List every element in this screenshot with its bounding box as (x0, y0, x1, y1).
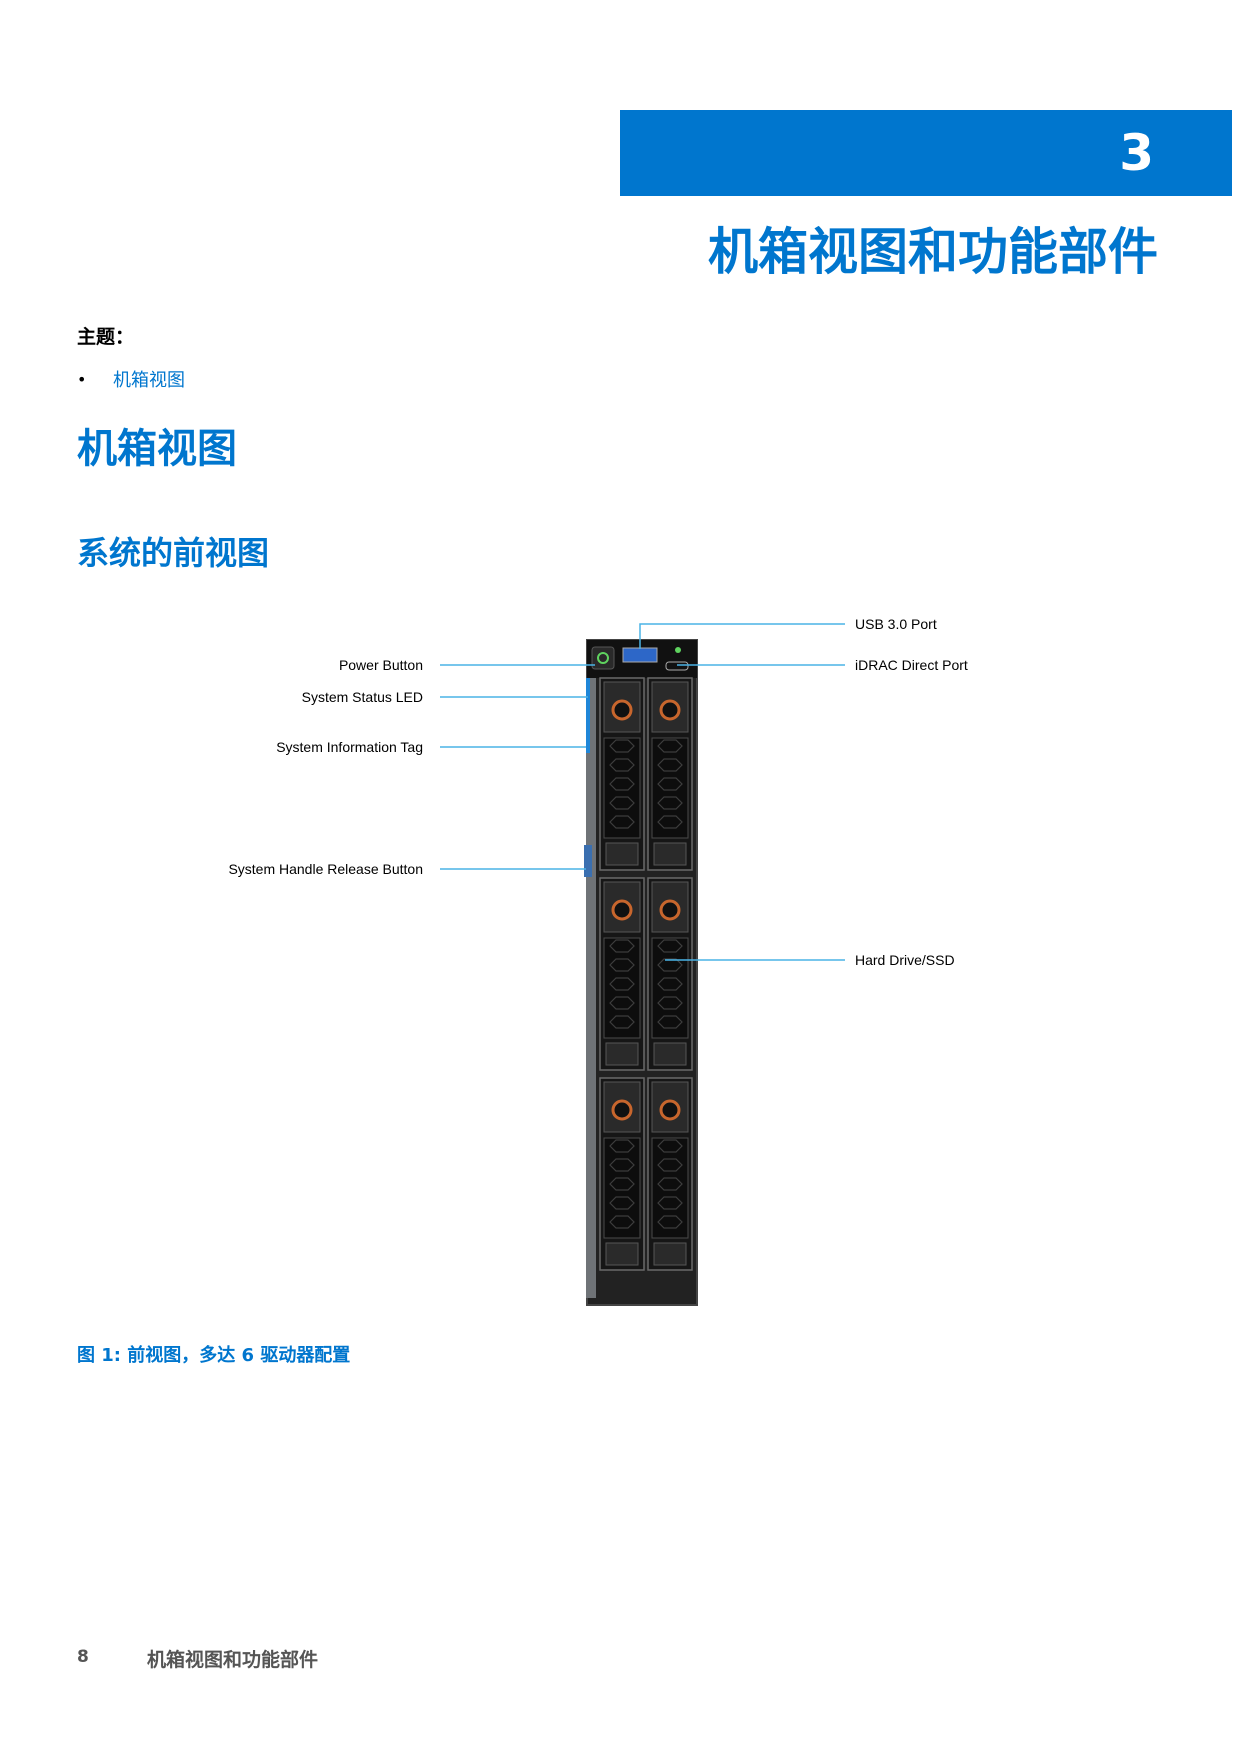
drive-vent-icon (609, 939, 635, 953)
topic-item[interactable]: • 机箱视图 (77, 366, 185, 392)
drive-vent-icon (609, 1196, 635, 1210)
front-view-figure: Power Button System Status LED System In… (200, 600, 1020, 1320)
drive-grille (603, 737, 641, 839)
drive-release-icon (659, 699, 681, 721)
callout-power-button: Power Button (338, 657, 423, 673)
bullet-icon: • (77, 369, 87, 389)
power-led (597, 652, 609, 664)
callout-system-status-led: System Status LED (301, 689, 423, 705)
status-led-strip (586, 678, 590, 753)
drive-label-plate (653, 1042, 687, 1066)
section-subheading: 系统的前视图 (77, 534, 270, 572)
drive-vent-icon (657, 815, 683, 829)
drive-vent-icon (609, 977, 635, 991)
callout-hard-drive: Hard Drive/SSD (855, 952, 955, 968)
drive-vent-icon (609, 1015, 635, 1029)
drive-latch-panel (603, 881, 641, 933)
drive-release-icon (659, 1099, 681, 1121)
drive-release-icon (611, 899, 633, 921)
callout-idrac-port: iDRAC Direct Port (855, 657, 968, 673)
drive-vent-icon (609, 1158, 635, 1172)
drive-vent-icon (609, 777, 635, 791)
callout-lines (440, 623, 845, 961)
drive-vent-icon (657, 958, 683, 972)
drive-label-plate (653, 1242, 687, 1266)
drive-vent-icon (657, 1139, 683, 1153)
server-front-illustration (440, 623, 845, 1306)
drive-vent-icon (609, 758, 635, 772)
drive-vent-icon (657, 939, 683, 953)
drive-label-plate (605, 1042, 639, 1066)
topics-label: 主题： (77, 326, 135, 348)
drive-vent-icon (609, 1215, 635, 1229)
drive-vent-icon (609, 958, 635, 972)
drive-vent-icon (609, 996, 635, 1010)
drive-vent-icon (609, 815, 635, 829)
drive-vent-icon (657, 739, 683, 753)
drive-release-icon (659, 899, 681, 921)
drive-bays (599, 677, 693, 1271)
drive-vent-icon (657, 977, 683, 991)
drive-vent-icon (609, 1139, 635, 1153)
chapter-number: 3 (1119, 124, 1154, 182)
drive-grille (603, 1137, 641, 1239)
handle-release-button (584, 845, 592, 877)
drive-vent-icon (657, 996, 683, 1010)
callout-line-usb (639, 623, 845, 649)
usb-port-shape (622, 647, 658, 663)
drive-grille (603, 937, 641, 1039)
drive-vent-icon (609, 796, 635, 810)
left-rail (586, 678, 596, 1298)
drive-vent-icon (657, 1158, 683, 1172)
chapter-title: 机箱视图和功能部件 (708, 223, 1158, 281)
callout-usb-port: USB 3.0 Port (855, 616, 937, 632)
drive-label-plate (653, 842, 687, 866)
section-heading: 机箱视图 (77, 426, 237, 472)
drive-vent-icon (657, 758, 683, 772)
drive-grille (651, 1137, 689, 1239)
drive-vent-icon (657, 1015, 683, 1029)
drive-vent-icon (657, 777, 683, 791)
drive-release-icon (611, 1099, 633, 1121)
power-button-shape (591, 646, 615, 670)
drive-vent-icon (657, 1177, 683, 1191)
topics-list: • 机箱视图 (77, 366, 185, 392)
drive-grille (651, 937, 689, 1039)
chapter-banner: 3 (620, 110, 1232, 196)
idrac-port-shape (665, 661, 689, 671)
drive-label-plate (605, 1242, 639, 1266)
drive-vent-icon (657, 796, 683, 810)
idrac-led (675, 647, 681, 653)
drive-vent-icon (657, 1215, 683, 1229)
drive-vent-icon (609, 739, 635, 753)
drive-label-plate (605, 842, 639, 866)
drive-vent-icon (609, 1177, 635, 1191)
topic-link[interactable]: 机箱视图 (113, 370, 185, 391)
drive-release-icon (611, 699, 633, 721)
figure-caption: 图 1: 前视图，多达 6 驱动器配置 (77, 1345, 351, 1366)
callout-system-handle-release: System Handle Release Button (228, 861, 423, 877)
drive-grille (651, 737, 689, 839)
callout-system-information-tag: System Information Tag (276, 739, 423, 755)
footer-title: 机箱视图和功能部件 (147, 1649, 319, 1671)
footer-page-number: 8 (77, 1647, 89, 1667)
drive-vent-icon (657, 1196, 683, 1210)
